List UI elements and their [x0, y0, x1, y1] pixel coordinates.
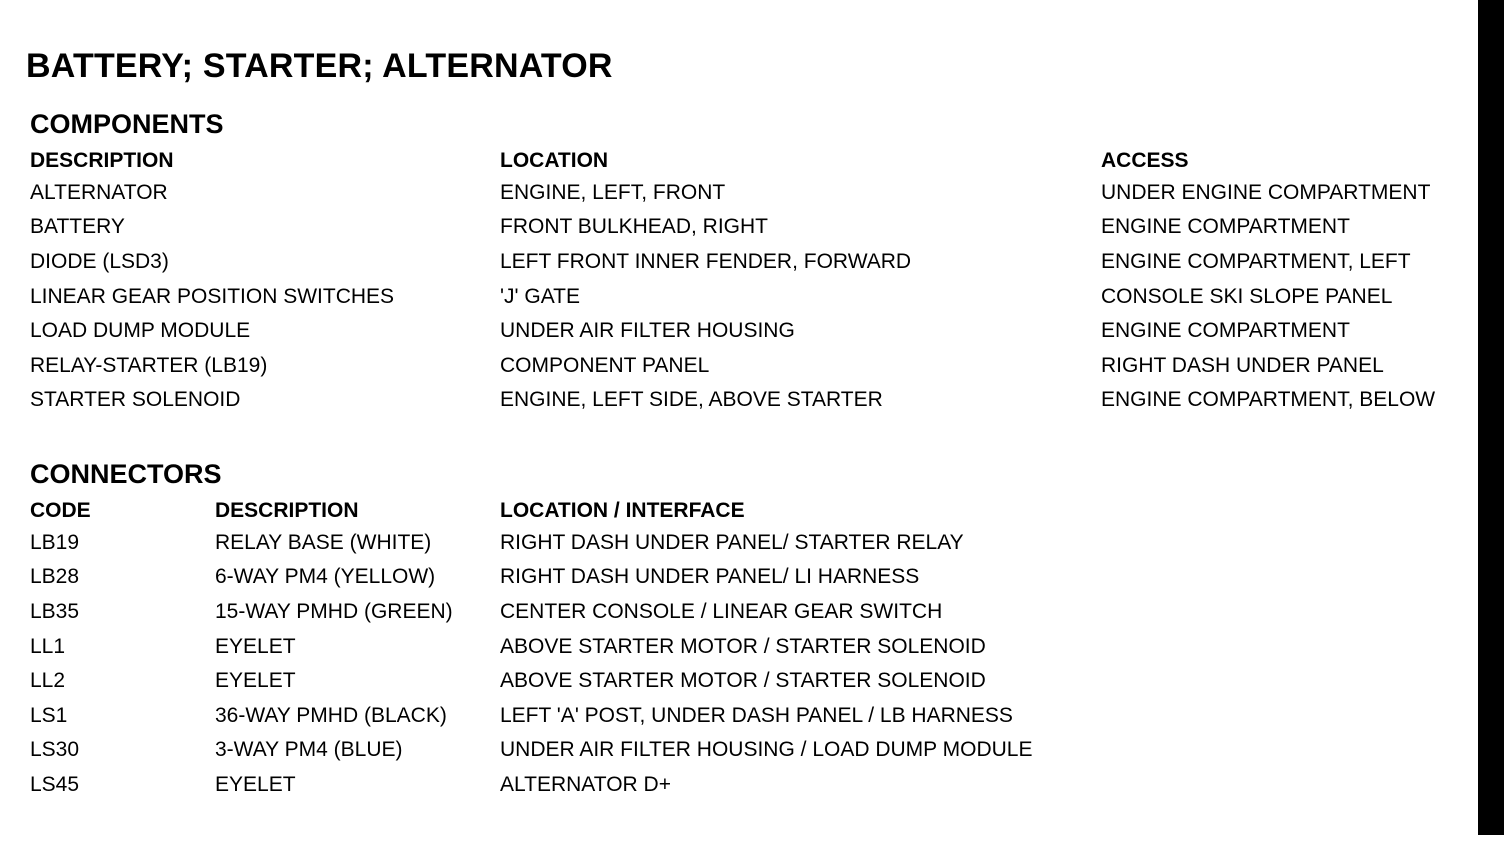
connector-location: UNDER AIR FILTER HOUSING / LOAD DUMP MOD…: [500, 738, 1033, 762]
component-location: ENGINE, LEFT, FRONT: [500, 180, 726, 204]
connectors-header-row: CODE DESCRIPTION LOCATION / INTERFACE: [30, 496, 1475, 525]
connector-description: 36-WAY PMHD (BLACK): [215, 703, 447, 727]
component-access: CONSOLE SKI SLOPE PANEL: [1101, 284, 1393, 308]
table-row: LS45 EYELET ALTERNATOR D+: [30, 767, 1475, 802]
component-access: ENGINE COMPARTMENT, LEFT: [1101, 249, 1411, 273]
column-header-description: DESCRIPTION: [30, 149, 174, 172]
component-description: STARTER SOLENOID: [30, 388, 241, 412]
connector-code: LS45: [30, 772, 80, 796]
table-row: LB28 6-WAY PM4 (YELLOW) RIGHT DASH UNDER…: [30, 560, 1475, 595]
connector-description: EYELET: [215, 669, 296, 693]
connector-location: ALTERNATOR D+: [500, 772, 671, 796]
connectors-table: CODE DESCRIPTION LOCATION / INTERFACE LB…: [30, 496, 1475, 802]
component-location: UNDER AIR FILTER HOUSING: [500, 319, 795, 343]
connector-description: EYELET: [215, 634, 296, 658]
component-location: LEFT FRONT INNER FENDER, FORWARD: [500, 249, 912, 273]
column-header-access: ACCESS: [1101, 149, 1189, 172]
connector-code: LL1: [30, 634, 66, 658]
component-access: UNDER ENGINE COMPARTMENT: [1101, 180, 1431, 204]
table-row: LINEAR GEAR POSITION SWITCHES 'J' GATE C…: [30, 279, 1475, 314]
connector-description: EYELET: [215, 772, 296, 796]
component-location: COMPONENT PANEL: [500, 353, 710, 377]
component-description: ALTERNATOR: [30, 180, 168, 204]
connector-code: LL2: [30, 669, 66, 693]
page-title: BATTERY; STARTER; ALTERNATOR: [26, 46, 613, 85]
component-access: ENGINE COMPARTMENT: [1101, 215, 1350, 239]
connector-code: LS1: [30, 703, 68, 727]
table-row: ALTERNATOR ENGINE, LEFT, FRONT UNDER ENG…: [30, 175, 1475, 210]
connector-code: LB19: [30, 530, 80, 554]
connector-code: LB28: [30, 565, 80, 589]
component-location: FRONT BULKHEAD, RIGHT: [500, 215, 768, 239]
table-row: LL2 EYELET ABOVE STARTER MOTOR / STARTER…: [30, 663, 1475, 698]
connector-location: ABOVE STARTER MOTOR / STARTER SOLENOID: [500, 634, 986, 658]
table-row: LS1 36-WAY PMHD (BLACK) LEFT 'A' POST, U…: [30, 698, 1475, 733]
component-description: LINEAR GEAR POSITION SWITCHES: [30, 284, 395, 308]
connector-location: LEFT 'A' POST, UNDER DASH PANEL / LB HAR…: [500, 703, 1013, 727]
connector-description: 6-WAY PM4 (YELLOW): [215, 565, 436, 589]
component-description: LOAD DUMP MODULE: [30, 319, 251, 343]
table-row: LB35 15-WAY PMHD (GREEN) CENTER CONSOLE …: [30, 594, 1475, 629]
component-access: RIGHT DASH UNDER PANEL: [1101, 353, 1384, 377]
table-row: BATTERY FRONT BULKHEAD, RIGHT ENGINE COM…: [30, 210, 1475, 245]
component-access: ENGINE COMPARTMENT: [1101, 319, 1350, 343]
components-table: DESCRIPTION LOCATION ACCESS ALTERNATOR E…: [30, 146, 1475, 417]
column-header-location: LOCATION: [500, 149, 609, 172]
connector-location: CENTER CONSOLE / LINEAR GEAR SWITCH: [500, 599, 943, 623]
table-row: LB19 RELAY BASE (WHITE) RIGHT DASH UNDER…: [30, 525, 1475, 560]
column-header-description: DESCRIPTION: [215, 499, 359, 522]
component-location: ENGINE, LEFT SIDE, ABOVE STARTER: [500, 388, 883, 412]
components-header-row: DESCRIPTION LOCATION ACCESS: [30, 146, 1475, 175]
table-row: LL1 EYELET ABOVE STARTER MOTOR / STARTER…: [30, 629, 1475, 664]
column-header-location-interface: LOCATION / INTERFACE: [500, 499, 745, 522]
scan-edge-bar: [1478, 0, 1504, 835]
connector-description: RELAY BASE (WHITE): [215, 530, 432, 554]
table-row: LS30 3-WAY PM4 (BLUE) UNDER AIR FILTER H…: [30, 733, 1475, 768]
component-access: ENGINE COMPARTMENT, BELOW: [1101, 388, 1436, 412]
table-row: STARTER SOLENOID ENGINE, LEFT SIDE, ABOV…: [30, 383, 1475, 418]
table-row: RELAY-STARTER (LB19) COMPONENT PANEL RIG…: [30, 348, 1475, 383]
table-row: DIODE (LSD3) LEFT FRONT INNER FENDER, FO…: [30, 244, 1475, 279]
component-description: BATTERY: [30, 215, 125, 239]
column-header-code: CODE: [30, 499, 91, 522]
connector-location: RIGHT DASH UNDER PANEL/ LI HARNESS: [500, 565, 920, 589]
connector-code: LS30: [30, 738, 80, 762]
connector-location: RIGHT DASH UNDER PANEL/ STARTER RELAY: [500, 530, 964, 554]
component-description: RELAY-STARTER (LB19): [30, 353, 268, 377]
components-section-heading: COMPONENTS: [30, 109, 224, 139]
connector-location: ABOVE STARTER MOTOR / STARTER SOLENOID: [500, 669, 986, 693]
connector-description: 15-WAY PMHD (GREEN): [215, 599, 453, 623]
table-row: LOAD DUMP MODULE UNDER AIR FILTER HOUSIN…: [30, 313, 1475, 348]
component-description: DIODE (LSD3): [30, 249, 169, 273]
component-location: 'J' GATE: [500, 284, 580, 308]
connector-code: LB35: [30, 599, 80, 623]
connector-description: 3-WAY PM4 (BLUE): [215, 738, 403, 762]
connectors-section-heading: CONNECTORS: [30, 459, 222, 489]
